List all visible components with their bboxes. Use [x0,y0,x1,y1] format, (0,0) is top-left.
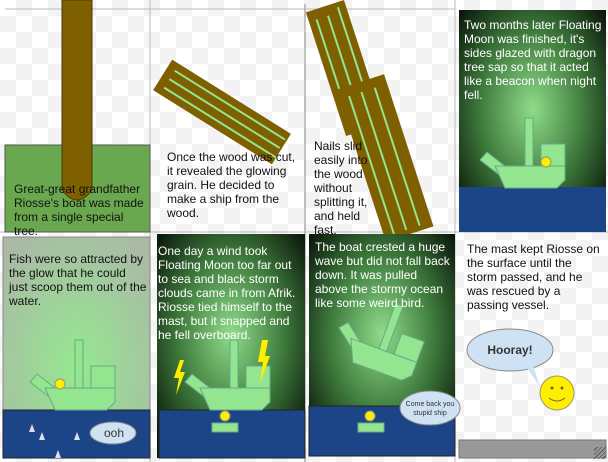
panel-3-planks [305,0,434,242]
panel-7-art [308,234,461,457]
panel-6-caption: One day a wind took Floating Moon too fa… [158,244,296,342]
panel-8-caption: The mast kept Riosse on the surface unti… [467,242,600,312]
panel-3-caption: Nails slid easily into the wood without … [314,139,368,237]
resize-handle[interactable] [594,447,606,459]
speech-bubble-hooray: Hooray! [487,343,533,357]
panel-1-caption: Great-great grandfather Riosse's boat wa… [14,182,144,238]
panel-5-art [2,236,151,459]
panel-2-caption: Once the wood was cut, it revealed the g… [167,150,296,220]
fish-fins [29,424,80,458]
panel-1-art [4,0,151,233]
panel-8-art [458,328,607,459]
panel-7-caption: The boat crested a huge wave but did not… [315,240,450,310]
speech-bubble-come-back: Come back you stupid ship [405,401,455,417]
panel-2-plank [153,59,291,165]
panel-4-art [459,10,606,232]
panel-5-caption: Fish were so attracted by the glow that … [9,252,147,308]
panel-4-caption: Two months later Floating Moon was finis… [464,18,602,102]
panel-6-art [157,234,306,459]
speech-bubble-ooh: ooh [103,426,125,440]
